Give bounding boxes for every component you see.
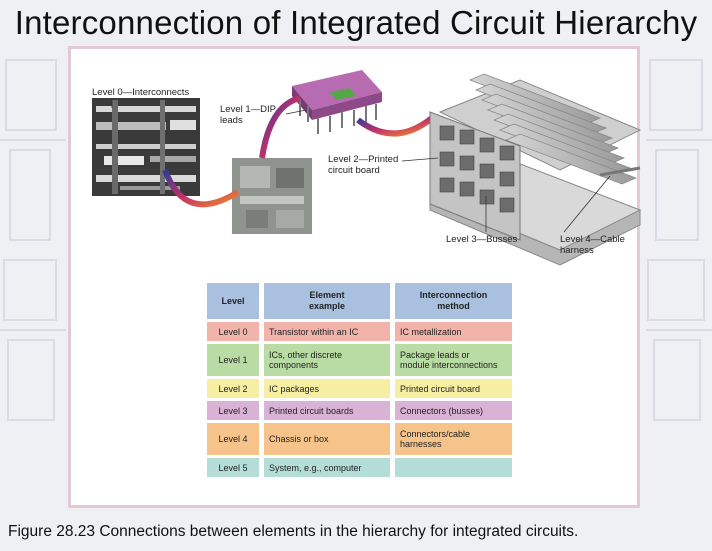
row-method-cell: IC metallization — [395, 322, 512, 341]
dip-package — [292, 70, 382, 134]
row-method-cell: Package leads or module interconnections — [395, 344, 512, 376]
row-level-cell: Level 1 — [207, 344, 259, 376]
interconnect-micrograph — [92, 98, 200, 196]
label-level3: Level 3—Busses — [446, 234, 518, 245]
row-level-cell: Level 5 — [207, 458, 259, 477]
row-method-cell — [395, 458, 512, 477]
label-level2: Level 2—Printed circuit board — [328, 154, 399, 176]
table-header-row: Level Element example Interconnection me… — [207, 283, 512, 319]
row-level-cell: Level 3 — [207, 401, 259, 420]
board-rack — [428, 73, 642, 266]
table-row: Level 5 System, e.g., computer — [207, 458, 512, 477]
row-method-cell: Connectors/cable harnesses — [395, 423, 512, 455]
table-row: Level 2 IC packages Printed circuit board — [207, 379, 512, 398]
row-element-cell: Chassis or box — [264, 423, 390, 455]
row-method-cell: Printed circuit board — [395, 379, 512, 398]
header-method: Interconnection method — [395, 283, 512, 319]
arrow-dip-to-board — [356, 115, 434, 137]
arrow-level0-to-die — [162, 168, 240, 208]
row-element-cell: Transistor within an IC — [264, 322, 390, 341]
row-method-cell: Connectors (busses) — [395, 401, 512, 420]
hierarchy-table: Level Element example Interconnection me… — [207, 280, 512, 480]
slide-title: Interconnection of Integrated Circuit Hi… — [14, 4, 698, 41]
row-element-cell: IC packages — [264, 379, 390, 398]
table-row: Level 3 Printed circuit boards Connectors … — [207, 401, 512, 420]
row-level-cell: Level 0 — [207, 322, 259, 341]
row-element-cell: ICs, other discrete components — [264, 344, 390, 376]
die-micrograph — [232, 158, 312, 234]
header-element: Element example — [264, 283, 390, 319]
label-level4: Level 4—Cable harness — [560, 234, 625, 256]
row-level-cell: Level 2 — [207, 379, 259, 398]
header-level: Level — [207, 283, 259, 319]
label-level0: Level 0—Interconnects — [92, 87, 190, 98]
row-element-cell: Printed circuit boards — [264, 401, 390, 420]
figure-caption: Figure 28.23 Connections between element… — [8, 523, 579, 540]
table-row: Level 0 Transistor within an IC IC metalli… — [207, 322, 512, 341]
label-level1: Level 1—DIP leads — [220, 104, 276, 126]
row-level-cell: Level 4 — [207, 423, 259, 455]
arrow-die-to-dip — [259, 95, 301, 159]
row-element-cell: System, e.g., computer — [264, 458, 390, 477]
